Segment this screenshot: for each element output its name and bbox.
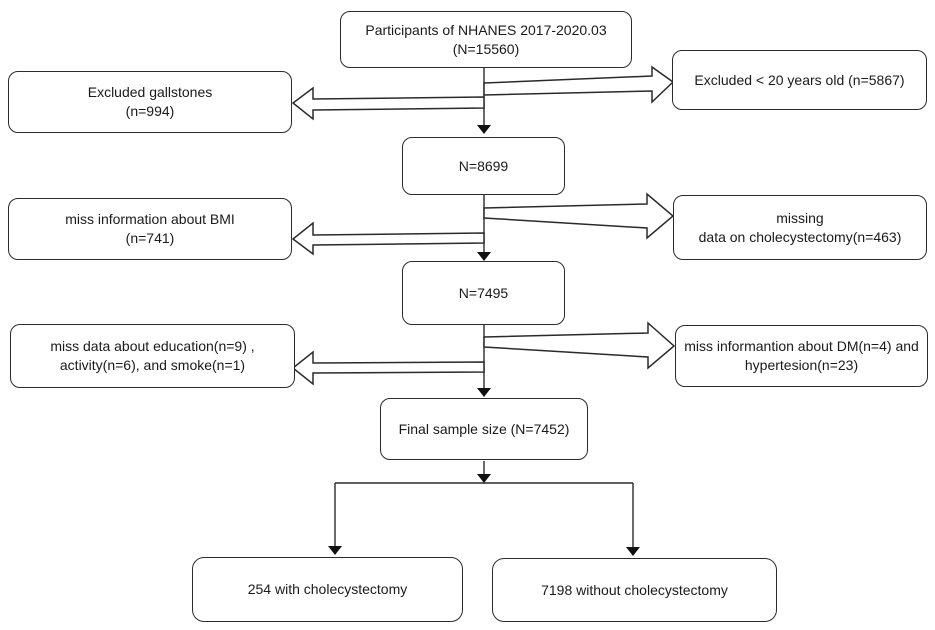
node-final-sample-line1: Final sample size (N=7452): [398, 420, 570, 437]
node-missing-cholecystectomy: missing data on cholecystectomy(n=463): [673, 195, 927, 260]
node-miss-education: miss data about education(n=9) , activit…: [10, 324, 295, 388]
block-arrow-miss-bmi: [291, 221, 485, 256]
node-n8699-line1: N=8699: [458, 157, 509, 174]
node-without-cholecystectomy: 7198 without cholecystectomy: [492, 558, 777, 622]
node-miss-bmi-line1: miss information about BMI: [65, 211, 235, 227]
node-excluded-gallstones-line2: (n=994): [125, 103, 175, 119]
node-participants-line2: (N=15560): [452, 40, 520, 57]
node-miss-education-line2: activity(n=6), and smoke(n=1): [59, 357, 246, 373]
node-final-sample: Final sample size (N=7452): [380, 398, 588, 460]
arrowhead-to-with-cholecystectomy: [328, 546, 342, 555]
node-miss-dm-line2: hypertesion(n=23): [744, 357, 859, 373]
node-n8699: N=8699: [402, 137, 565, 195]
node-n7495: N=7495: [402, 261, 565, 325]
node-excluded-age: Excluded < 20 years old (n=5867): [672, 50, 927, 110]
node-miss-bmi: miss information about BMI (n=741): [8, 198, 292, 260]
arrowhead-to-without-cholecystectomy: [626, 547, 640, 556]
node-n7495-line1: N=7495: [458, 284, 509, 301]
node-with-cholecystectomy-line1: 254 with cholecystectomy: [247, 581, 408, 597]
node-excluded-age-line1: Excluded < 20 years old (n=5867): [694, 71, 905, 88]
node-participants: Participants of NHANES 2017-2020.03 (N=1…: [340, 11, 632, 68]
node-miss-dm: miss informantion about DM(n=4) and hype…: [675, 325, 928, 387]
node-miss-education-line1: miss data about education(n=9) ,: [50, 338, 255, 354]
block-arrow-miss-education: [291, 350, 485, 386]
node-participants-line1: Participants of NHANES 2017-2020.03: [365, 21, 607, 38]
block-arrow-missing-cholecystectomy: [483, 192, 675, 240]
node-missing-cholecystectomy-line2: data on cholecystectomy(n=463): [698, 228, 902, 245]
block-arrow-miss-dm: [483, 321, 676, 370]
arrowhead-to-n7495: [477, 252, 491, 261]
node-missing-cholecystectomy-line1: missing: [776, 209, 824, 226]
node-miss-dm-line1: miss informantion about DM(n=4) and: [684, 338, 919, 354]
node-with-cholecystectomy: 254 with cholecystectomy: [192, 557, 463, 622]
node-excluded-gallstones: Excluded gallstones (n=994): [8, 71, 292, 133]
node-excluded-gallstones-line1: Excluded gallstones: [87, 84, 213, 100]
block-arrow-excluded-age: [483, 65, 675, 104]
arrowhead-to-branch: [477, 474, 491, 483]
arrowhead-to-n8699: [477, 125, 491, 134]
block-arrow-excluded-gallstones: [291, 86, 485, 121]
node-without-cholecystectomy-line1: 7198 without cholecystectomy: [541, 581, 728, 598]
node-miss-bmi-line2: (n=741): [125, 230, 175, 246]
arrowhead-to-final: [477, 388, 491, 397]
